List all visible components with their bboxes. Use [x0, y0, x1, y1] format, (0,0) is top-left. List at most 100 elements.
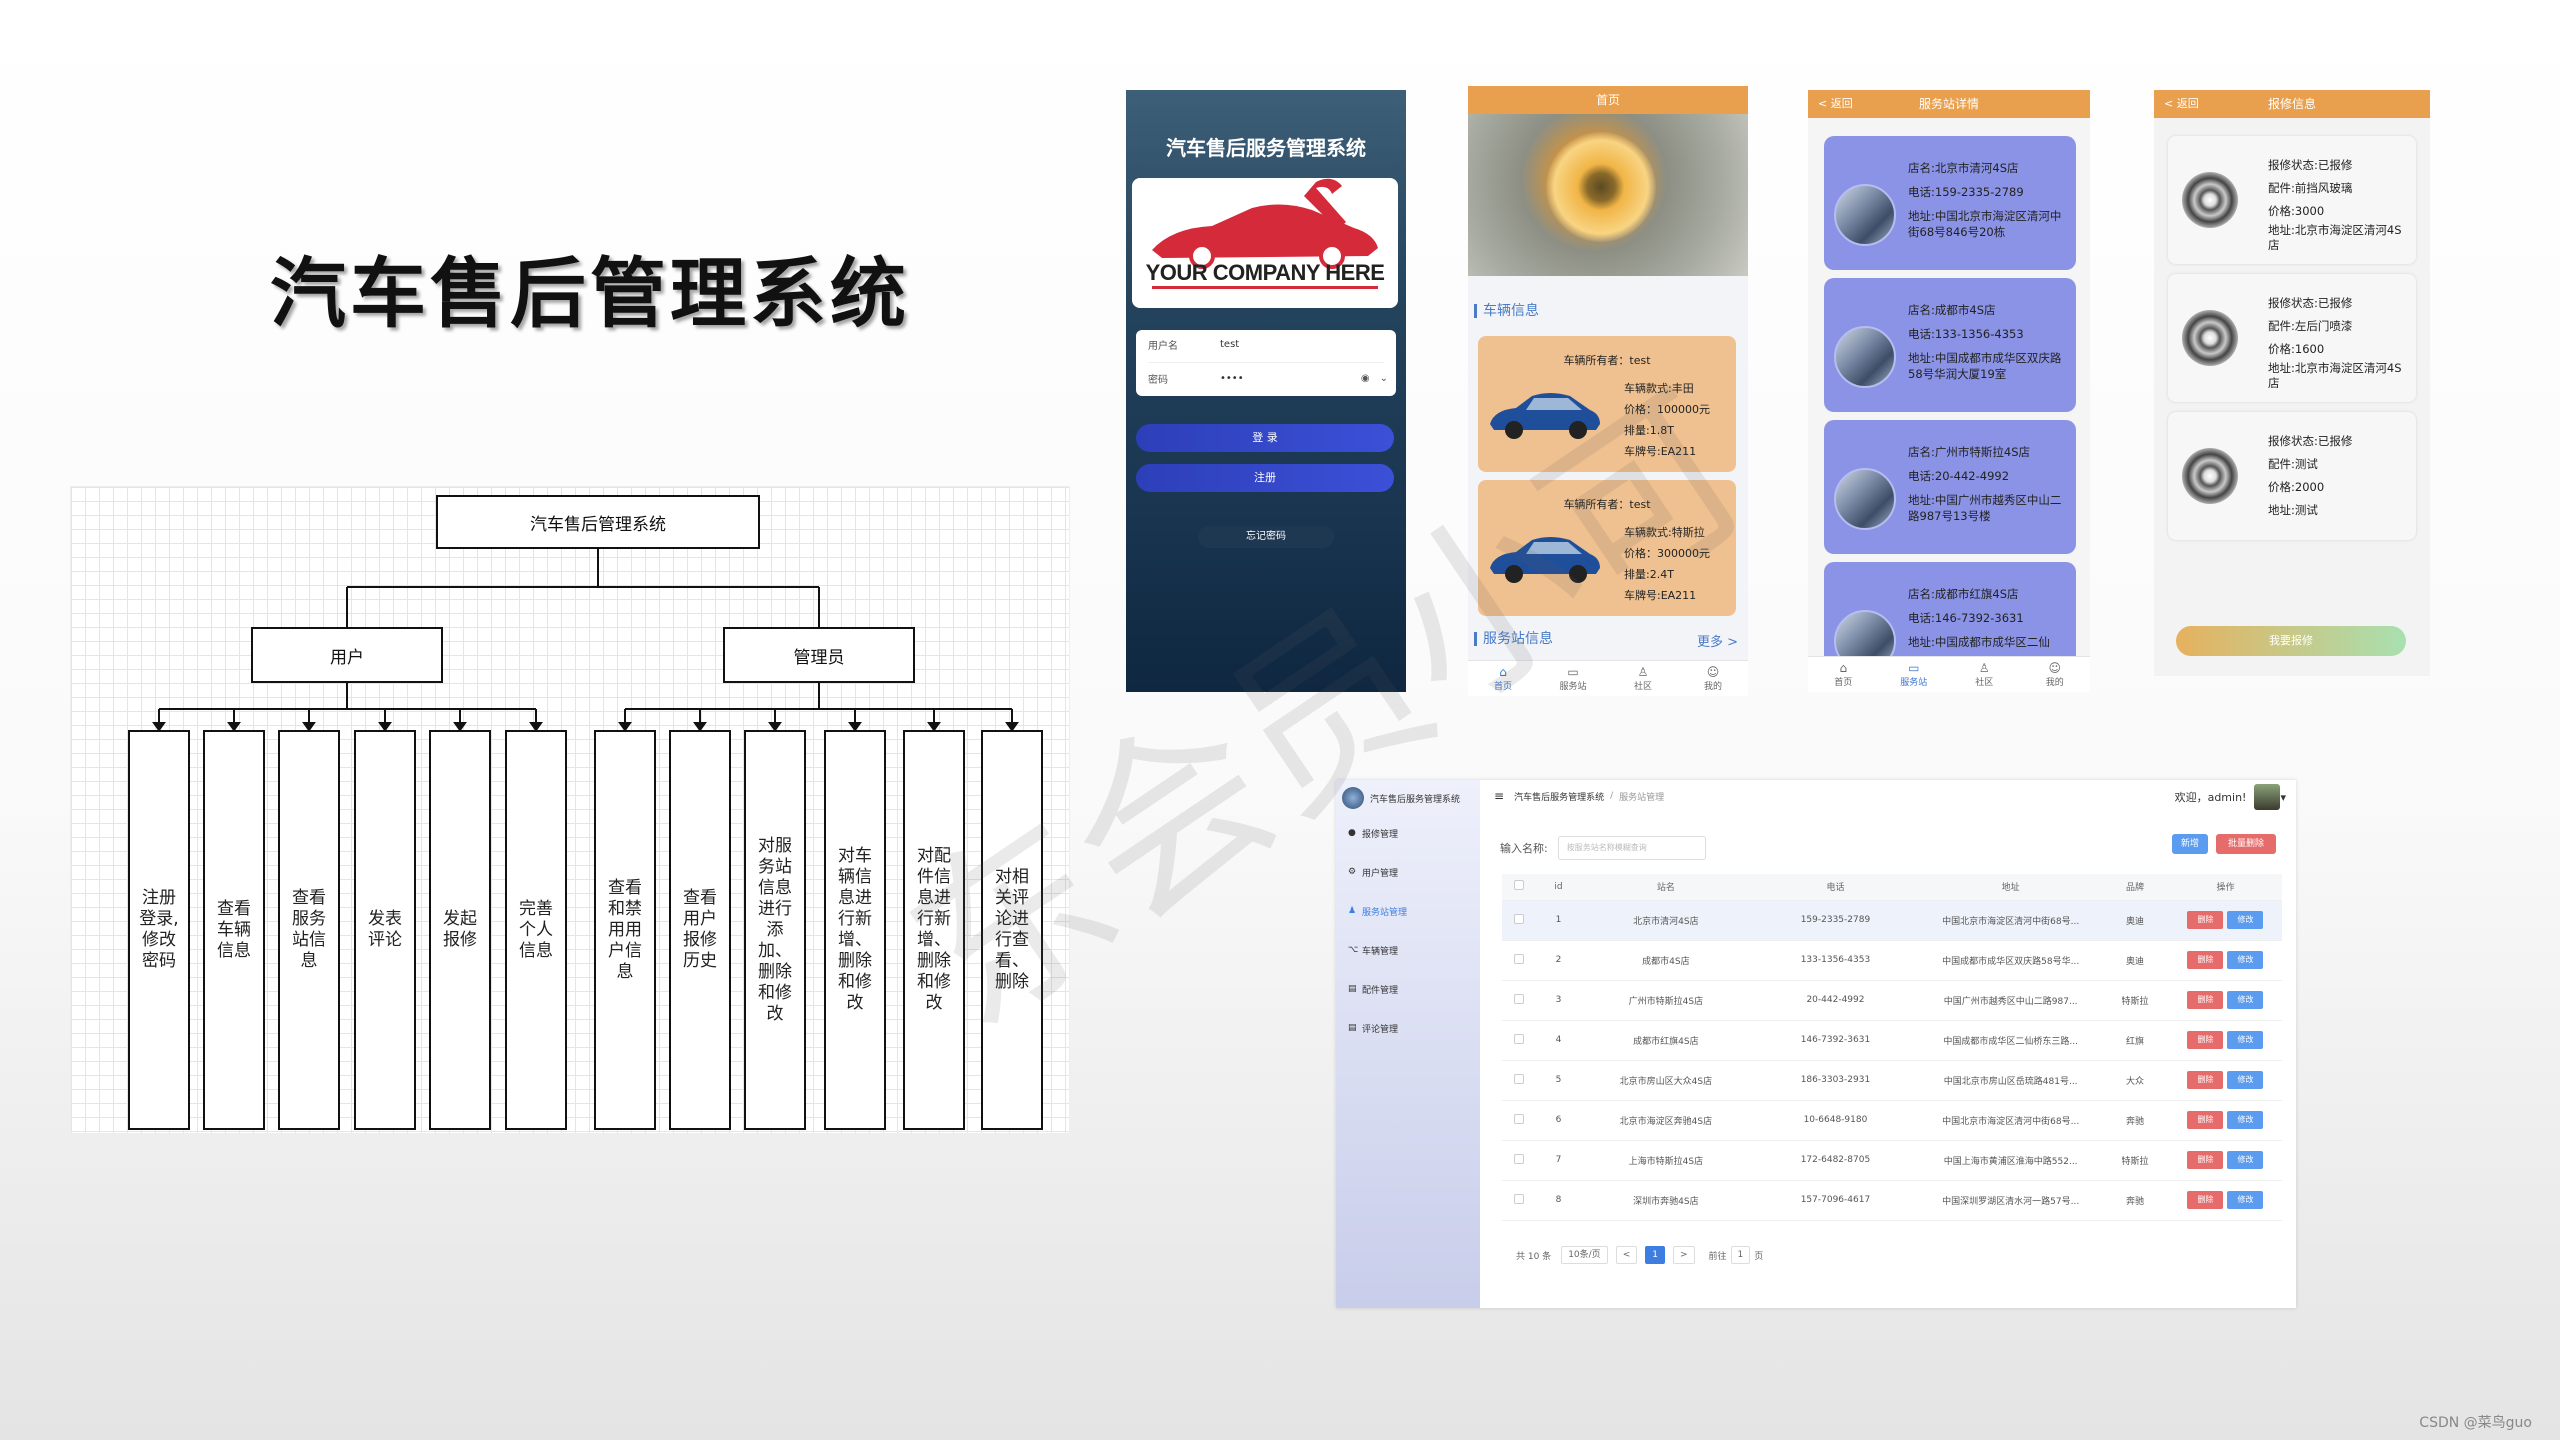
row-checkbox[interactable] [1513, 1033, 1524, 1044]
cell-station-name: 上海市特斯拉4S店 [1581, 1140, 1751, 1181]
tab-mine[interactable]: ☺我的 [1703, 665, 1722, 692]
chevron-down-icon[interactable]: ⌄ [1379, 372, 1388, 384]
page-size-select[interactable]: 10条/页 [1561, 1246, 1608, 1264]
register-button[interactable]: 注册 [1136, 464, 1394, 492]
car-card[interactable]: 车辆所有者：test 车辆款式:特斯拉 价格：300000元 排量:2.4T 车… [1478, 480, 1736, 616]
user-menu[interactable]: 欢迎，admin!▾ [2175, 784, 2286, 810]
diagram-user-leaf: 发表评论 [354, 730, 416, 1130]
row-checkbox[interactable] [1513, 1073, 1524, 1084]
request-repair-button[interactable]: 我要报修 [2176, 626, 2406, 656]
next-page-button[interactable]: > [1672, 1246, 1695, 1264]
prev-page-button[interactable]: < [1615, 1246, 1638, 1264]
car-card[interactable]: 车辆所有者：test 车辆款式:丰田 价格：100000元 排量:1.8T 车牌… [1478, 336, 1736, 472]
cell-id: 4 [1535, 1020, 1582, 1061]
username-field[interactable]: 用户名 test [1148, 334, 1388, 354]
edit-button[interactable]: 修改 [2227, 911, 2264, 929]
forgot-password-button[interactable]: 忘记密码 [1198, 526, 1334, 548]
repair-card[interactable]: 报修状态:已报修 配件:左后门喷漆 价格:1600 地址:北京市海淀区清河4S店 [2168, 274, 2416, 402]
menu-item-vehicles[interactable]: ⌥车辆管理 [1348, 945, 1399, 957]
repair-status: 报修状态:已报修 [2268, 158, 2353, 172]
station-name: 店名:广州市特斯拉4S店 [1908, 445, 2030, 459]
menu-item-users[interactable]: ⚙用户管理 [1348, 867, 1399, 879]
delete-button[interactable]: 删除 [2187, 951, 2224, 969]
repair-part: 配件:测试 [2268, 457, 2318, 471]
edit-button[interactable]: 修改 [2227, 951, 2264, 969]
password-field[interactable]: 密码 •••• ◉ ⌄ [1148, 368, 1388, 388]
station-image [1834, 326, 1896, 388]
search-input[interactable]: 按服务站名称模糊查询 [1557, 836, 1706, 860]
repair-card[interactable]: 报修状态:已报修 配件:测试 价格:2000 地址:测试 [2168, 412, 2416, 540]
menu-item-repairs[interactable]: ●报修管理 [1348, 828, 1399, 840]
password-input[interactable]: •••• [1220, 372, 1244, 384]
tab-stations[interactable]: ▭服务站 [1559, 665, 1587, 692]
row-checkbox[interactable] [1513, 993, 1524, 1004]
delete-button[interactable]: 删除 [2187, 1071, 2224, 1089]
tab-community[interactable]: ♙社区 [1633, 665, 1652, 692]
add-button[interactable]: 新增 [2172, 834, 2208, 854]
row-checkbox[interactable] [1513, 1153, 1524, 1164]
back-button[interactable]: < 返回 [2164, 97, 2199, 110]
delete-button[interactable]: 删除 [2187, 1151, 2224, 1169]
tab-community[interactable]: ♙社区 [1975, 661, 1994, 688]
page-1-button[interactable]: 1 [1645, 1246, 1665, 1264]
delete-button[interactable]: 删除 [2187, 911, 2224, 929]
station-card[interactable]: 店名:北京市清河4S店 电话:159-2335-2789 地址:中国北京市海淀区… [1824, 136, 2076, 270]
password-label: 密码 [1148, 374, 1168, 386]
edit-button[interactable]: 修改 [2227, 1031, 2264, 1049]
row-checkbox[interactable] [1513, 1113, 1524, 1124]
tab-home[interactable]: ⌂首页 [1493, 665, 1512, 692]
bulk-delete-button[interactable]: 批量删除 [2216, 834, 2276, 854]
station-card[interactable]: 店名:成都市4S店 电话:133-1356-4353 地址:中国成都市成华区双庆… [1824, 278, 2076, 412]
banner-image[interactable] [1468, 114, 1748, 276]
cell-address: 中国上海市黄浦区淮海中路552... [1920, 1140, 2102, 1181]
username-input[interactable]: test [1220, 338, 1240, 350]
flower-image [1546, 132, 1656, 242]
eye-icon[interactable]: ◉ [1360, 372, 1370, 384]
menu-item-comments[interactable]: ▤评论管理 [1348, 1023, 1399, 1035]
edit-button[interactable]: 修改 [2227, 1071, 2264, 1089]
menu-item-stations[interactable]: ♟服务站管理 [1348, 906, 1408, 918]
tab-stations[interactable]: ▭服务站 [1900, 661, 1928, 688]
delete-button[interactable]: 删除 [2187, 1111, 2224, 1129]
menu-toggle-icon[interactable]: ≡ [1494, 789, 1505, 803]
edit-button[interactable]: 修改 [2227, 1111, 2264, 1129]
edit-button[interactable]: 修改 [2227, 1151, 2264, 1169]
avatar[interactable] [2254, 784, 2281, 810]
edit-button[interactable]: 修改 [2227, 1191, 2264, 1209]
more-link[interactable]: 更多 > [1696, 635, 1738, 650]
row-checkbox[interactable] [1513, 953, 1524, 964]
caret-down-icon[interactable]: ▾ [2280, 790, 2286, 804]
station-card[interactable]: 店名:广州市特斯拉4S店 电话:20-442-4992 地址:中国广州市越秀区中… [1824, 420, 2076, 554]
login-button[interactable]: 登 录 [1136, 424, 1394, 452]
delete-button[interactable]: 删除 [2187, 1031, 2224, 1049]
row-checkbox[interactable] [1513, 913, 1524, 924]
diagram-user-leaf: 注册登录,修改密码 [128, 730, 190, 1130]
car-plate: 车牌号:EA211 [1624, 445, 1697, 458]
delete-button[interactable]: 删除 [2187, 991, 2224, 1009]
menu-item-parts[interactable]: ▤配件管理 [1348, 984, 1399, 996]
car-model: 车辆款式:特斯拉 [1624, 526, 1705, 539]
edit-button[interactable]: 修改 [2227, 991, 2264, 1009]
goto-input[interactable]: 1 [1730, 1246, 1751, 1264]
back-button[interactable]: < 返回 [1818, 97, 1853, 110]
diagram-user-leaf: 查看服务站信息 [278, 730, 340, 1130]
community-icon: ♙ [1978, 661, 1990, 675]
delete-button[interactable]: 删除 [2187, 1191, 2224, 1209]
repair-card[interactable]: 报修状态:已报修 配件:前挡风玻璃 价格:3000 地址:北京市海淀区清河4S店 [2168, 136, 2416, 264]
function-diagram: 汽车售后管理系统 用户 管理员 注册登录,修改密码 查看车辆信息 查看服务站信息… [70, 486, 1070, 1134]
tab-mine[interactable]: ☺我的 [2045, 661, 2064, 688]
tab-home[interactable]: ⌂首页 [1834, 661, 1853, 688]
breadcrumb-root[interactable]: 汽车售后服务管理系统 [1514, 792, 1605, 803]
row-checkbox[interactable] [1513, 1193, 1524, 1204]
select-all-checkbox[interactable] [1513, 880, 1524, 891]
car-owner: 车辆所有者：test [1563, 354, 1651, 367]
